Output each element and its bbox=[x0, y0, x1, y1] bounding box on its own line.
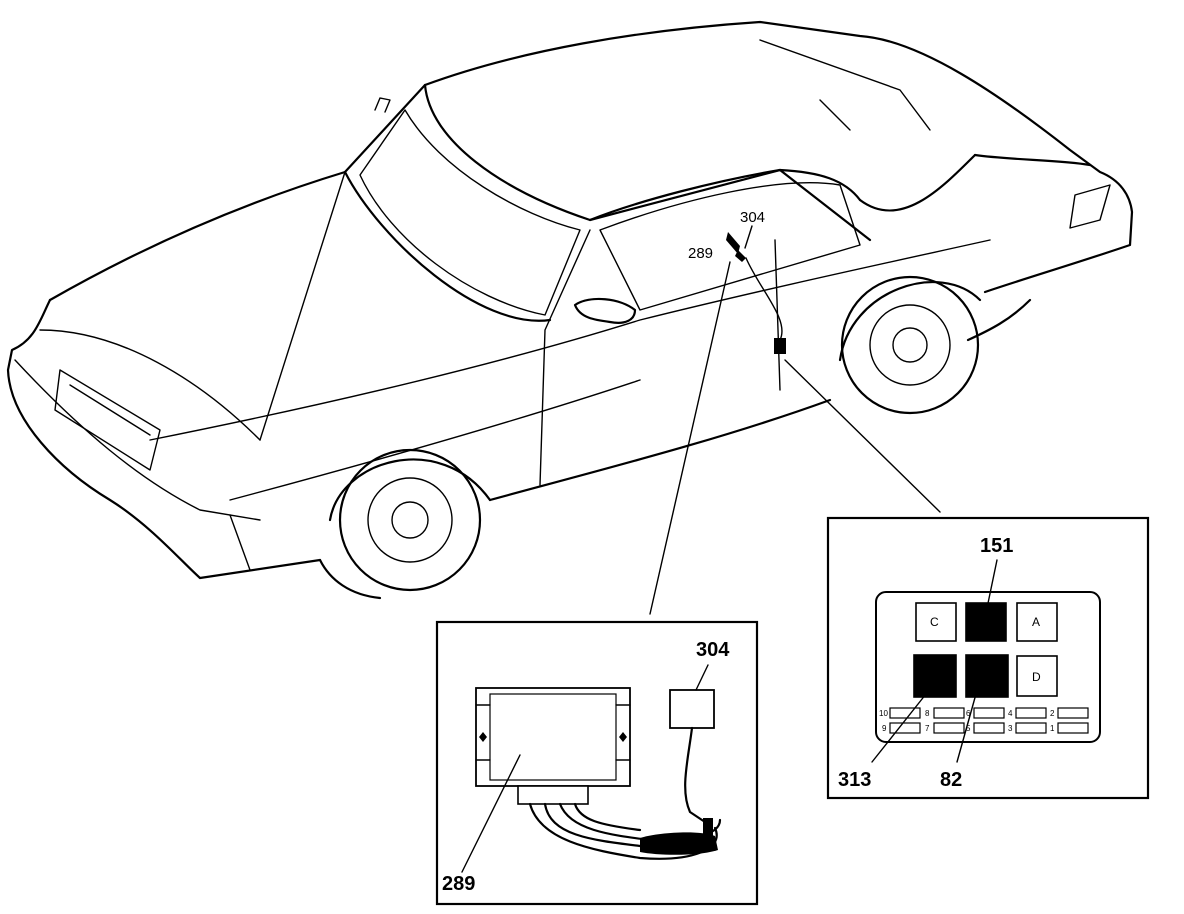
leader-304-car bbox=[744, 225, 753, 249]
leader-151 bbox=[986, 559, 998, 609]
alarm-inset-panel bbox=[435, 620, 759, 906]
part-304-marker bbox=[735, 250, 746, 262]
fuse-num-9: 9 bbox=[882, 724, 887, 733]
car-label-289: 289 bbox=[688, 245, 713, 262]
leader-to-alarm-inset bbox=[649, 261, 731, 615]
relay-313 bbox=[913, 654, 957, 698]
sensor-304 bbox=[669, 689, 715, 729]
leader-289-inset bbox=[461, 754, 521, 873]
relay-151 bbox=[965, 602, 1007, 642]
relay-label-c: C bbox=[930, 615, 939, 629]
fuse-num-7: 7 bbox=[925, 724, 930, 733]
fuse-num-1: 1 bbox=[1050, 724, 1055, 733]
car-illustration bbox=[6, 20, 1134, 600]
leader-304-inset bbox=[695, 664, 709, 691]
alarm-label-304: 304 bbox=[696, 639, 730, 661]
leader-to-relay-inset bbox=[784, 359, 941, 513]
car-label-304: 304 bbox=[740, 209, 765, 226]
relay-label-82: 82 bbox=[940, 769, 962, 791]
fuse-num-3: 3 bbox=[1008, 724, 1013, 733]
relay-c bbox=[915, 602, 957, 642]
fuse-num-5: 5 bbox=[966, 724, 971, 733]
relay-inset-panel bbox=[826, 516, 1150, 800]
relay-label-a: A bbox=[1032, 615, 1040, 629]
relay-box-marker bbox=[774, 338, 786, 354]
leader-82 bbox=[956, 693, 977, 763]
alarm-label-289: 289 bbox=[442, 873, 475, 895]
fuse-num-4: 4 bbox=[1008, 709, 1013, 718]
relay-d bbox=[1016, 655, 1058, 697]
relay-label-d: D bbox=[1032, 670, 1041, 684]
relay-label-151: 151 bbox=[980, 535, 1013, 557]
leader-313 bbox=[871, 693, 927, 763]
fuse-num-6: 6 bbox=[966, 709, 971, 718]
fuse-num-2: 2 bbox=[1050, 709, 1055, 718]
part-289-marker bbox=[726, 232, 740, 254]
fuse-num-8: 8 bbox=[925, 709, 930, 718]
relay-label-313: 313 bbox=[838, 769, 871, 791]
relay-82 bbox=[965, 654, 1009, 698]
fuse-num-10: 10 bbox=[879, 709, 888, 718]
relay-a bbox=[1016, 602, 1058, 642]
